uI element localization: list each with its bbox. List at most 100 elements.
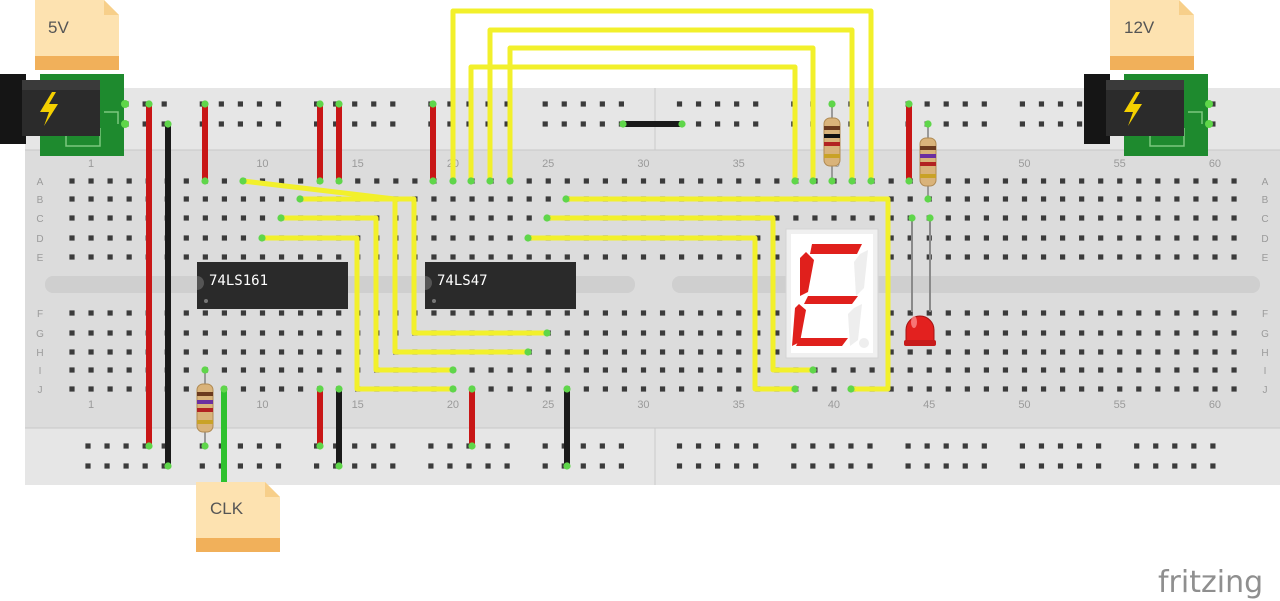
breadboard-hole	[126, 254, 132, 260]
row-letter: B	[1262, 195, 1269, 206]
breadboard-hole	[599, 121, 605, 127]
breadboard-hole	[1212, 310, 1218, 316]
breadboard-hole	[1098, 196, 1104, 202]
breadboard-hole	[1040, 215, 1047, 221]
breadboard-hole	[545, 178, 551, 184]
connected-hole	[791, 385, 799, 393]
breadboard-hole	[715, 443, 721, 449]
breadboard-hole	[1076, 443, 1083, 449]
connected-hole	[220, 385, 228, 393]
row-letter: I	[39, 366, 42, 377]
breadboard-hole	[1212, 386, 1218, 392]
breadboard-hole	[88, 310, 94, 316]
breadboard-hole	[926, 310, 932, 316]
breadboard-hole	[715, 463, 721, 469]
breadboard-hole	[1098, 178, 1104, 184]
breadboard-hole	[1174, 235, 1180, 241]
breadboard-hole	[640, 310, 647, 316]
breadboard-hole	[126, 349, 132, 355]
breadboard-hole	[580, 121, 586, 127]
seven-segment-display	[785, 228, 879, 359]
breadboard-hole	[183, 215, 189, 221]
connected-hole	[335, 462, 343, 470]
breadboard-hole	[317, 254, 323, 260]
breadboard-hole	[1174, 310, 1180, 316]
breadboard-hole	[336, 349, 342, 355]
breadboard-hole	[1136, 215, 1142, 221]
breadboard-hole	[1174, 330, 1180, 336]
breadboard-hole	[1193, 310, 1199, 316]
breadboard-hole	[983, 310, 989, 316]
breadboard-hole	[1134, 443, 1140, 449]
breadboard-hole	[561, 101, 567, 107]
breadboard-hole	[1096, 443, 1102, 449]
breadboard-hole	[412, 178, 418, 184]
breadboard-hole	[488, 235, 494, 241]
connected-hole	[467, 177, 475, 185]
breadboard-hole	[526, 386, 532, 392]
breadboard-hole	[69, 178, 75, 184]
breadboard-hole	[504, 121, 510, 127]
breadboard-hole	[123, 443, 129, 449]
breadboard-hole	[202, 349, 208, 355]
breadboard-hole	[964, 178, 970, 184]
breadboard-hole	[618, 463, 624, 469]
breadboard-hole	[964, 254, 970, 260]
connected-hole	[563, 462, 571, 470]
breadboard-hole	[1076, 463, 1083, 469]
breadboard-hole	[755, 178, 761, 184]
resistor-clock	[196, 370, 214, 446]
breadboard-hole	[183, 310, 189, 316]
breadboard-hole	[734, 101, 740, 107]
breadboard-hole	[221, 215, 227, 221]
breadboard-hole	[545, 254, 551, 260]
breadboard-hole	[104, 463, 110, 469]
breadboard-hole	[1155, 349, 1161, 355]
breadboard-hole	[618, 101, 624, 107]
chip-74ls47: 74LS47	[425, 262, 576, 309]
breadboard-hole	[755, 367, 761, 373]
column-number: 15	[352, 158, 364, 170]
breadboard-hole	[221, 367, 227, 373]
breadboard-hole	[126, 386, 132, 392]
breadboard-hole	[1021, 215, 1028, 221]
breadboard-hole	[753, 443, 759, 449]
breadboard-hole	[390, 121, 396, 127]
breadboard-hole	[371, 463, 377, 469]
connected-hole	[164, 120, 172, 128]
row-letter: E	[37, 253, 44, 264]
breadboard-hole	[371, 121, 377, 127]
breadboard-hole	[1021, 386, 1028, 392]
breadboard-hole	[867, 443, 873, 449]
breadboard-hole	[679, 310, 685, 316]
breadboard-hole	[1057, 463, 1064, 469]
breadboard-hole	[240, 330, 247, 336]
breadboard-hole	[736, 386, 742, 392]
breadboard-hole	[1174, 386, 1180, 392]
breadboard-hole	[1136, 386, 1142, 392]
breadboard-hole	[88, 386, 94, 392]
breadboard-hole	[278, 367, 285, 373]
connected-hole	[429, 100, 437, 108]
breadboard-hole	[907, 196, 913, 202]
breadboard-hole	[1060, 330, 1066, 336]
net-label-clk-text: CLK	[210, 499, 244, 518]
breadboard-hole	[1155, 254, 1161, 260]
row-letter: D	[1261, 234, 1268, 245]
breadboard-hole	[943, 121, 949, 127]
breadboard-hole	[717, 254, 723, 260]
breadboard-hole	[298, 178, 304, 184]
column-number: 30	[637, 399, 649, 411]
breadboard-hole	[926, 386, 932, 392]
breadboard-hole	[734, 121, 740, 127]
breadboard-hole	[237, 443, 243, 449]
breadboard-hole	[1174, 215, 1180, 221]
breadboard-hole	[1193, 235, 1199, 241]
connected-hole	[905, 100, 913, 108]
breadboard-hole	[1212, 235, 1218, 241]
breadboard-hole	[1060, 310, 1066, 316]
breadboard-hole	[1038, 463, 1045, 469]
row-letter: C	[1261, 214, 1268, 225]
row-letter: H	[1261, 348, 1268, 359]
